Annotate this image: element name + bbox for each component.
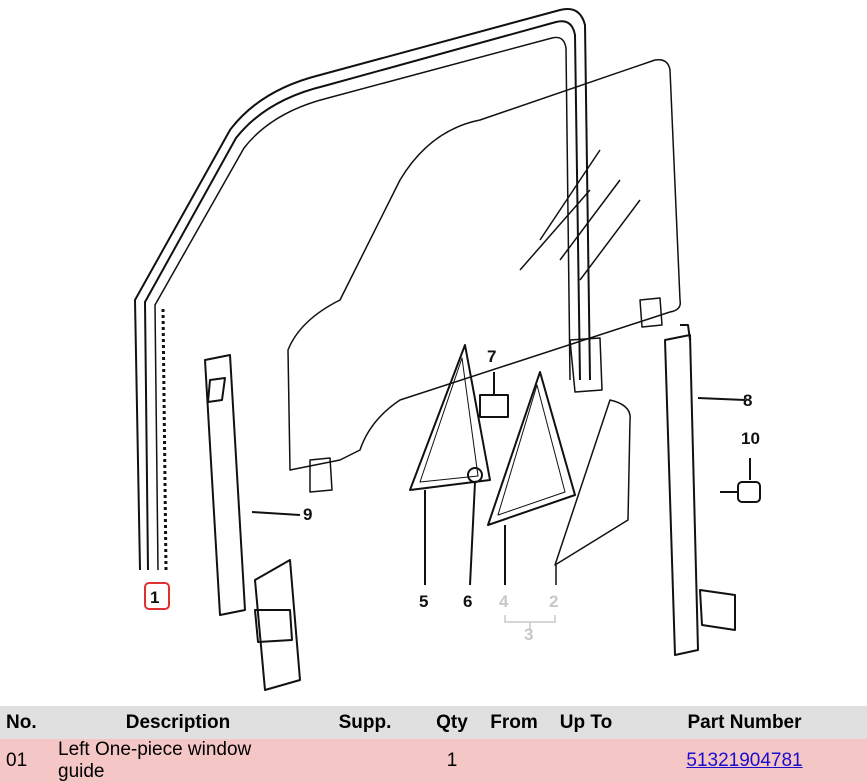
callout-9[interactable]: 9 — [303, 505, 312, 524]
bolt-part-10[interactable] — [720, 458, 761, 503]
selected-callout-highlight — [144, 582, 170, 610]
header-up-to: Up To — [550, 706, 622, 739]
header-qty: Qty — [426, 706, 478, 739]
callout-2[interactable]: 2 — [549, 592, 558, 611]
parts-diagram: 1 2 3 4 5 6 7 8 9 10 — [134, 8, 761, 691]
cell-qty: 1 — [426, 739, 478, 783]
vent-seal-part-4[interactable] — [487, 371, 576, 585]
window-guide-part-1[interactable] — [134, 8, 591, 571]
header-supp: Supp. — [304, 706, 426, 739]
callout-6[interactable]: 6 — [463, 592, 472, 611]
cell-no: 01 — [0, 739, 52, 783]
cell-supp — [304, 739, 426, 783]
callout-3[interactable]: 3 — [524, 625, 533, 644]
vent-glass-part-2[interactable] — [504, 399, 631, 630]
header-no: No. — [0, 706, 52, 739]
part-number-link[interactable]: 51321904781 — [686, 750, 803, 771]
header-part-number: Part Number — [622, 706, 867, 739]
cell-from — [478, 739, 550, 783]
window-glass — [287, 58, 682, 493]
cell-description: Left One-piece window guide — [52, 739, 304, 783]
header-from: From — [478, 706, 550, 739]
callout-5[interactable]: 5 — [419, 592, 428, 611]
header-description: Description — [52, 706, 304, 739]
pivot-part-7[interactable] — [479, 372, 509, 418]
callout-8[interactable]: 8 — [743, 391, 752, 410]
cell-up-to — [550, 739, 622, 783]
vent-frame-part-5[interactable] — [409, 344, 491, 585]
nut-part-6[interactable] — [467, 467, 483, 586]
channel-part-9[interactable] — [204, 354, 301, 691]
callout-4[interactable]: 4 — [499, 592, 509, 611]
callout-7[interactable]: 7 — [487, 347, 496, 366]
callout-10[interactable]: 10 — [741, 429, 760, 448]
callout-1[interactable]: 1 — [150, 588, 159, 607]
parts-table: No. Description Supp. Qty From Up To Par… — [0, 706, 867, 783]
table-header-row: No. Description Supp. Qty From Up To Par… — [0, 706, 867, 739]
rear-guide-part-8[interactable] — [664, 324, 746, 656]
table-row[interactable]: 01 Left One-piece window guide 1 5132190… — [0, 739, 867, 783]
